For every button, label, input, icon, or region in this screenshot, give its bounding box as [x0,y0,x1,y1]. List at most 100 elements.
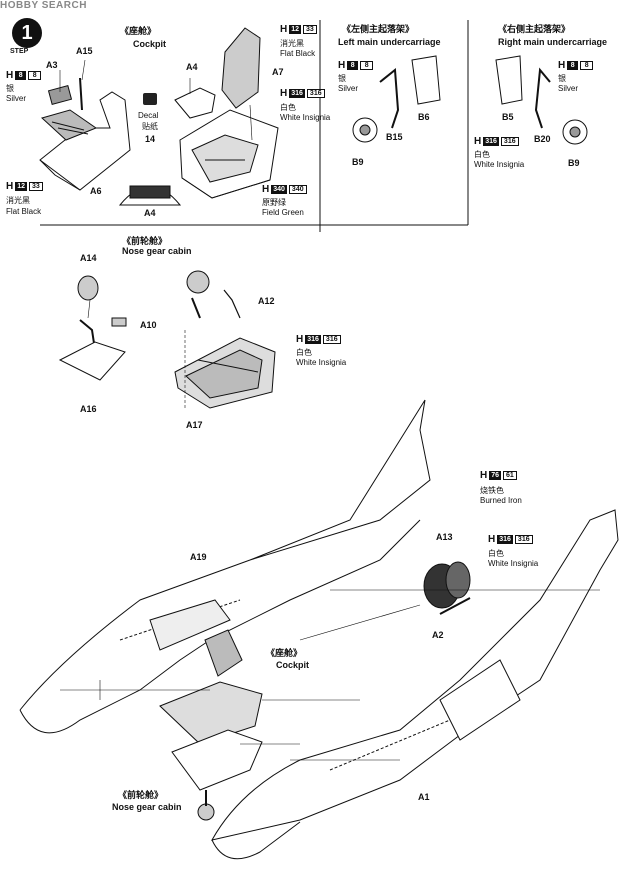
part-a2 [439,597,471,615]
paint-en: Silver [6,94,27,103]
paint-code: 316 [514,535,533,544]
paint-code: 33 [29,182,43,191]
paint-code: 61 [503,471,517,480]
fuselage-half-a1 [211,509,619,860]
step-badge: 1 STEP [4,18,44,58]
decal-zh: 贴纸 [142,122,158,131]
header-left-gear-zh: 《左侧主起落架》 [342,24,415,34]
header-nose-en: Nose gear cabin [122,246,192,256]
paint-en: White Insignia [474,160,525,169]
paint-code: 8 [15,71,27,80]
paint-h: H [480,470,488,481]
part-label-b9-left: B9 [352,157,364,167]
paint-en: White Insignia [488,559,539,568]
part-label-a2: A2 [432,630,444,640]
header-right-gear-zh: 《右侧主起落架》 [498,24,571,34]
paint-zh: 消光黑 [280,39,304,48]
step-word: STEP [10,48,29,55]
step-number: 1 [12,18,42,48]
paint-h: H [280,24,288,35]
header-cockpit-en: Cockpit [133,39,167,49]
paint-h: H [474,136,482,147]
header-cockpit2-en: Cockpit [276,660,310,670]
paint-zh: 银 [6,84,14,93]
paint-silver-a: H 8 8 [6,70,42,81]
panel-a4 [174,87,216,119]
nose-gear-cabin-assembly [174,270,276,410]
panel-a3 [47,85,73,105]
part-label-a4-top: A4 [186,62,198,72]
header-left-gear-en: Left main undercarriage [338,37,441,47]
nose-cabin-lower [171,729,263,821]
paint-h: H [296,334,304,345]
paint-en: White Insignia [280,113,331,122]
exhaust-a13 [423,561,471,609]
part-label-a10: A10 [140,320,157,330]
paint-h: H [280,88,288,99]
paint-en: Silver [558,84,579,93]
cockpit-tub-a6 [39,91,131,191]
paint-code: 8 [580,61,594,70]
part-label-a16: A16 [80,404,97,414]
paint-code: 316 [322,335,341,344]
paint-green: H 340 340 [262,184,307,195]
paint-zh: 白色 [280,103,296,112]
paint-code: 8 [347,61,359,70]
paint-zh: 烧铁色 [480,486,504,495]
part-label-a3: A3 [46,60,58,70]
paint-white-d: H 316 316 [488,534,533,545]
paint-en: Flat Black [280,49,316,58]
paint-white-b: H 316 316 [296,334,341,345]
nose-gear-cluster-left [58,275,127,381]
cockpit-lower [159,629,263,745]
part-label-b6: B6 [418,112,430,122]
decal-panel-a4 [118,185,182,206]
paint-silver-b: H 8 8 [338,60,374,71]
paint-code: 316 [497,535,513,544]
paint-h: H [558,60,566,71]
paint-code: 316 [306,89,325,98]
paint-black-b: H 12 33 [280,24,317,35]
paint-zh: 银 [338,74,346,83]
part-label-a15: A15 [76,46,93,56]
paint-code: 340 [271,185,287,194]
paint-black-a: H 12 33 [6,181,43,192]
watermark: HOBBY SEARCH [0,0,87,11]
paint-en: Field Green [262,208,304,217]
paint-code: 8 [567,61,579,70]
decal-number: 14 [145,134,156,144]
part-label-b15: B15 [386,132,403,142]
paint-code: 316 [289,89,305,98]
paint-code: 8 [360,61,374,70]
paint-silver-c: H 8 8 [558,60,594,71]
paint-en: Burned Iron [480,496,522,505]
decal-en: Decal [138,111,159,120]
header-nose-zh: 《前轮舱》 [122,236,168,246]
paint-code: 340 [288,185,307,194]
paint-code: 8 [28,71,42,80]
paint-code: 316 [483,137,499,146]
part-label-a1: A1 [418,792,430,802]
header-right-gear-en: Right main undercarriage [498,37,608,47]
part-label-a6: A6 [90,186,102,196]
paint-h: H [488,534,496,545]
paint-white-c: H 316 316 [474,136,519,147]
paint-zh: 白色 [296,348,312,357]
paint-h: H [262,184,270,195]
part-label-a14: A14 [80,253,97,263]
left-gear [352,55,441,143]
part-label-b9-right: B9 [568,158,580,168]
paint-zh: 白色 [488,549,504,558]
header-cockpit2-zh: 《座舱》 [266,648,303,658]
part-label-a17: A17 [186,420,203,430]
stick-a15 [79,77,83,111]
paint-h: H [338,60,346,71]
part-label-b5: B5 [502,112,514,122]
paint-h: H [6,70,14,81]
paint-code: 316 [500,137,519,146]
decal-icon [143,93,157,105]
paint-en: Flat Black [6,207,42,216]
cockpit-assembly [179,109,279,199]
